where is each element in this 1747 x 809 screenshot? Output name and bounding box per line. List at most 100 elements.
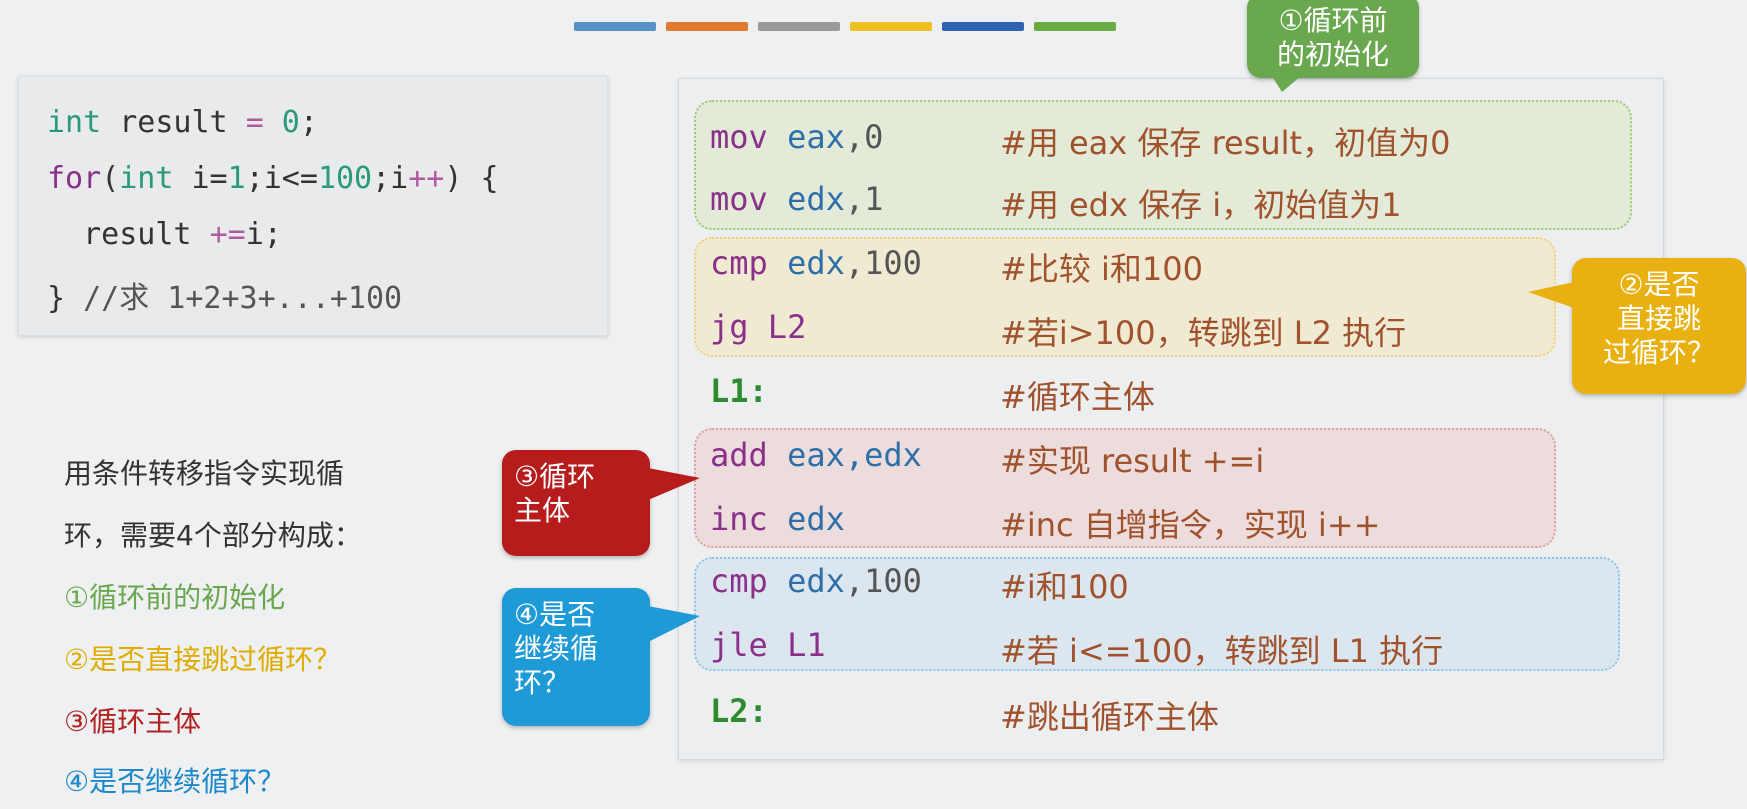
stripe-1 <box>574 22 656 31</box>
asm-reg: edx <box>787 500 845 538</box>
callout-continue-line-1: ④是否 <box>514 598 596 631</box>
callout-skip-pointer <box>1528 282 1574 308</box>
asm-line-3: cmp edx,100 <box>710 244 922 282</box>
asm-comment-3: #比较 i和100 <box>1000 250 1203 288</box>
asm-line-6: add eax,edx <box>710 436 922 474</box>
code-token: ++ <box>408 161 445 196</box>
asm-arg: ,edx <box>844 436 922 474</box>
callout-body-line-1: ③循环 <box>514 460 596 493</box>
callout-init-line-1: ①循环前 <box>1278 4 1388 37</box>
code-token: result <box>101 105 246 140</box>
asm-comment-6: #实现 result +=i <box>1000 442 1265 480</box>
code-token: i= <box>173 161 228 196</box>
c-code-line-3: result +=i; <box>47 217 282 252</box>
description-line-1: 用条件转移指令实现循 <box>64 457 345 490</box>
callout-skip: ②是否 直接跳 过循环？ <box>1572 258 1746 394</box>
code-token: ; <box>299 105 318 140</box>
asm-arg: ,100 <box>844 562 922 600</box>
stripe-5 <box>942 22 1024 31</box>
region-body <box>694 428 1556 548</box>
callout-init-line-2: 的初始化 <box>1276 38 1389 71</box>
asm-line-9: jle L1 <box>710 626 826 664</box>
part-2-skip: ②是否直接跳过循环？ <box>64 643 342 676</box>
stripe-3 <box>758 22 840 31</box>
stripe-4 <box>850 22 932 31</box>
asm-comment-10: #跳出循环主体 <box>1000 698 1219 736</box>
stripe-2 <box>666 22 748 31</box>
asm-op: add <box>710 436 768 474</box>
asm-comment-4: #若i>100，转跳到 L2 执行 <box>1000 314 1407 352</box>
code-token: i; <box>245 217 282 252</box>
callout-skip-line-3: 过循环？ <box>1602 336 1715 369</box>
asm-comment-9: #若 i<=100，转跳到 L1 执行 <box>1000 632 1444 670</box>
region-continue <box>694 557 1620 671</box>
code-token: 1 <box>227 161 246 196</box>
code-token: 100 <box>317 161 373 196</box>
callout-body-pointer <box>648 468 700 500</box>
asm-arg: ,1 <box>844 180 884 218</box>
callout-body-line-2: 主体 <box>514 494 571 527</box>
assembly-code-block <box>678 78 1664 760</box>
stripe-6 <box>1034 22 1116 31</box>
code-token: 0 <box>263 105 300 140</box>
callout-init: ①循环前 的初始化 <box>1247 0 1419 78</box>
asm-line-8: cmp edx,100 <box>710 562 922 600</box>
asm-comment-8: #i和100 <box>1000 568 1129 606</box>
callout-continue-line-3: 环？ <box>514 666 571 699</box>
asm-comment-1: #用 eax 保存 result，初值为0 <box>1000 124 1451 162</box>
callout-continue-line-2: 继续循 <box>514 632 599 665</box>
code-token: ( <box>101 161 120 196</box>
code-token: += <box>209 217 246 252</box>
code-token: } <box>47 281 84 316</box>
callout-continue: ④是否 继续循 环？ <box>502 588 650 726</box>
asm-line-2: mov edx,1 <box>710 180 883 218</box>
asm-line-7: inc edx <box>710 500 845 538</box>
asm-comment-5: #循环主体 <box>1000 378 1155 416</box>
code-token: result <box>47 217 210 252</box>
asm-arg: ,0 <box>844 118 884 156</box>
region-skip <box>694 237 1556 357</box>
asm-op: mov <box>710 180 768 218</box>
region-init <box>694 100 1632 230</box>
callout-body: ③循环 主体 <box>502 450 650 556</box>
code-token: ) { <box>444 161 499 196</box>
c-code-block: int result = 0; for( int i=1;i<=100;i++) … <box>18 76 608 336</box>
callout-init-pointer <box>1268 70 1308 92</box>
asm-arg: L2 <box>767 308 807 346</box>
asm-reg: eax <box>787 436 845 474</box>
description-line-2: 环，需要4个部分构成： <box>64 519 362 552</box>
asm-comment-7: #inc 自增指令，实现 i++ <box>1000 506 1381 544</box>
asm-op: inc <box>710 500 768 538</box>
asm-reg: eax <box>787 118 845 156</box>
c-code-line-1: int result = 0; <box>47 105 318 140</box>
header-color-stripes <box>574 22 1116 31</box>
asm-comment-2: #用 edx 保存 i，初始值为1 <box>1000 186 1402 224</box>
asm-arg: L1 <box>787 626 826 664</box>
code-token: = <box>245 105 264 140</box>
asm-line-1: mov eax,0 <box>710 118 883 156</box>
asm-label-l1: L1: <box>710 372 768 410</box>
part-3-body: ③循环主体 <box>64 705 202 738</box>
asm-op: mov <box>710 118 768 156</box>
asm-label-l2: L2: <box>710 692 768 730</box>
callout-skip-line-1: ②是否 <box>1618 268 1700 301</box>
code-token: ;i <box>372 161 409 196</box>
code-comment: //求 1+2+3+...+100 <box>83 281 403 316</box>
asm-line-4: jg L2 <box>710 308 806 346</box>
callout-skip-line-2: 直接跳 <box>1616 302 1701 335</box>
asm-op: jle <box>710 626 768 664</box>
asm-op: jg <box>710 308 749 346</box>
asm-arg: ,100 <box>844 244 922 282</box>
asm-op: cmp <box>710 562 768 600</box>
asm-reg: edx <box>787 562 845 600</box>
code-token: for <box>47 161 102 196</box>
asm-op: cmp <box>710 244 768 282</box>
code-token: int <box>47 105 102 140</box>
asm-reg: edx <box>787 180 845 218</box>
part-4-continue: ④是否继续循环？ <box>64 765 286 798</box>
callout-continue-pointer <box>648 606 700 642</box>
asm-reg: edx <box>787 244 845 282</box>
c-code-line-4: } //求 1+2+3+...+100 <box>47 273 402 317</box>
code-token: ;i<= <box>245 161 318 196</box>
part-1-init: ①循环前的初始化 <box>64 581 286 614</box>
